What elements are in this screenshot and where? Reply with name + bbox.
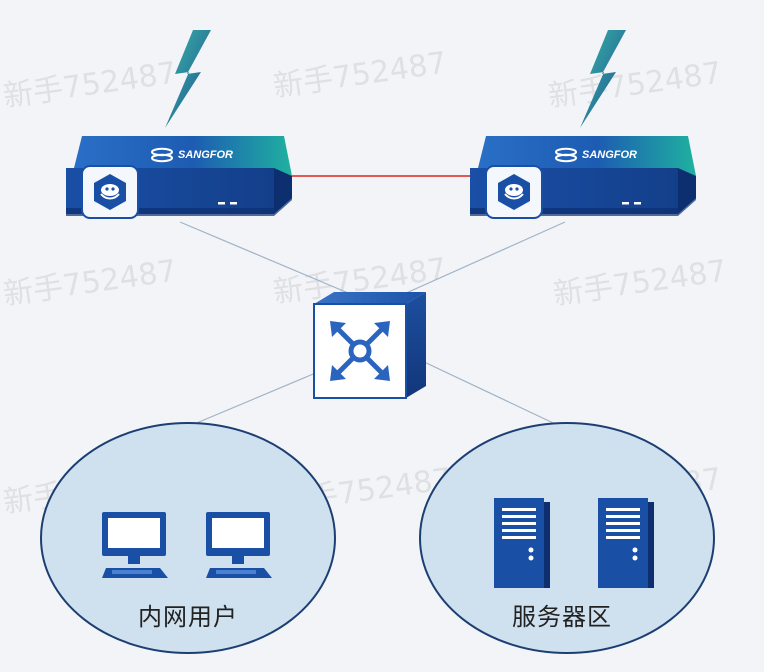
monitor-icon	[102, 512, 168, 578]
switch-arrows-icon	[330, 321, 390, 381]
server-tower-icon	[598, 498, 654, 588]
switch-side-face	[406, 292, 426, 398]
zone-label-internal-users: 内网用户	[138, 603, 238, 631]
firewall-brand-text: SANGFOR	[582, 149, 637, 161]
sangfor-logo-icon	[555, 147, 577, 163]
firewall-port-indicator	[230, 202, 237, 205]
links	[179, 175, 569, 431]
zone-server	[419, 422, 715, 654]
lightning-bolt-icon	[165, 30, 211, 128]
zone-label-server: 服务器区	[512, 603, 612, 631]
zone-ellipse	[419, 422, 715, 654]
firewall-port-indicator	[622, 202, 629, 205]
firewall-port-indicator	[218, 202, 225, 205]
link-switch-servers	[419, 359, 569, 431]
lightning-bolt-icon	[580, 30, 626, 128]
firewall-brand-text: SANGFOR	[178, 149, 233, 161]
server-tower-icon	[494, 498, 550, 588]
firewall-port-indicator	[634, 202, 641, 205]
firewall-left: SANGFOR	[66, 136, 292, 219]
core-switch	[313, 292, 426, 399]
switch-top-face	[314, 292, 426, 304]
monitor-icon	[206, 512, 272, 578]
firewall-right-face	[274, 168, 292, 214]
zone-internal-users	[40, 422, 336, 654]
link-switch-users	[179, 371, 319, 431]
zone-ellipse	[40, 422, 336, 654]
link-firewall-right-switch	[394, 221, 566, 299]
shield-icon	[94, 174, 126, 210]
link-firewall-left-switch	[179, 221, 361, 299]
switch-front-face	[313, 303, 407, 399]
shield-icon	[498, 174, 530, 210]
firewall-right-face	[678, 168, 696, 214]
firewall-right: SANGFOR	[470, 136, 696, 219]
sangfor-logo-icon	[151, 147, 173, 163]
